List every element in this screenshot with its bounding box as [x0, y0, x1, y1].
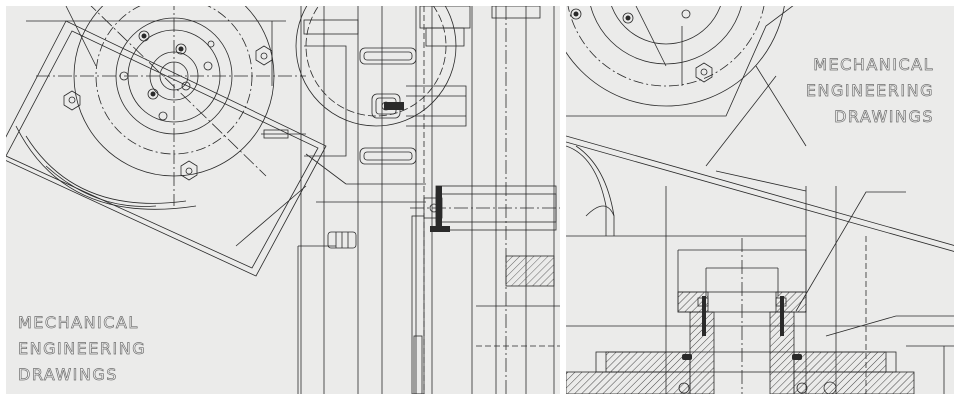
- caption-line-1: MECHANICAL: [18, 313, 139, 333]
- caption-line-3: DRAWINGS: [18, 365, 118, 385]
- right-blueprint-panel: MECHANICAL ENGINEERING DRAWINGS: [566, 6, 954, 394]
- right-technical-drawing: [566, 6, 954, 394]
- caption-line-2: ENGINEERING: [805, 81, 934, 101]
- right-drawing-caption: MECHANICAL ENGINEERING DRAWINGS: [806, 52, 934, 130]
- caption-line-1: MECHANICAL: [813, 55, 934, 75]
- caption-line-2: ENGINEERING: [18, 339, 147, 359]
- left-drawing-caption: MECHANICAL ENGINEERING DRAWINGS: [18, 310, 146, 388]
- left-technical-drawing: [6, 6, 560, 394]
- left-blueprint-panel: MECHANICAL ENGINEERING DRAWINGS: [6, 6, 560, 394]
- caption-line-3: DRAWINGS: [834, 107, 934, 127]
